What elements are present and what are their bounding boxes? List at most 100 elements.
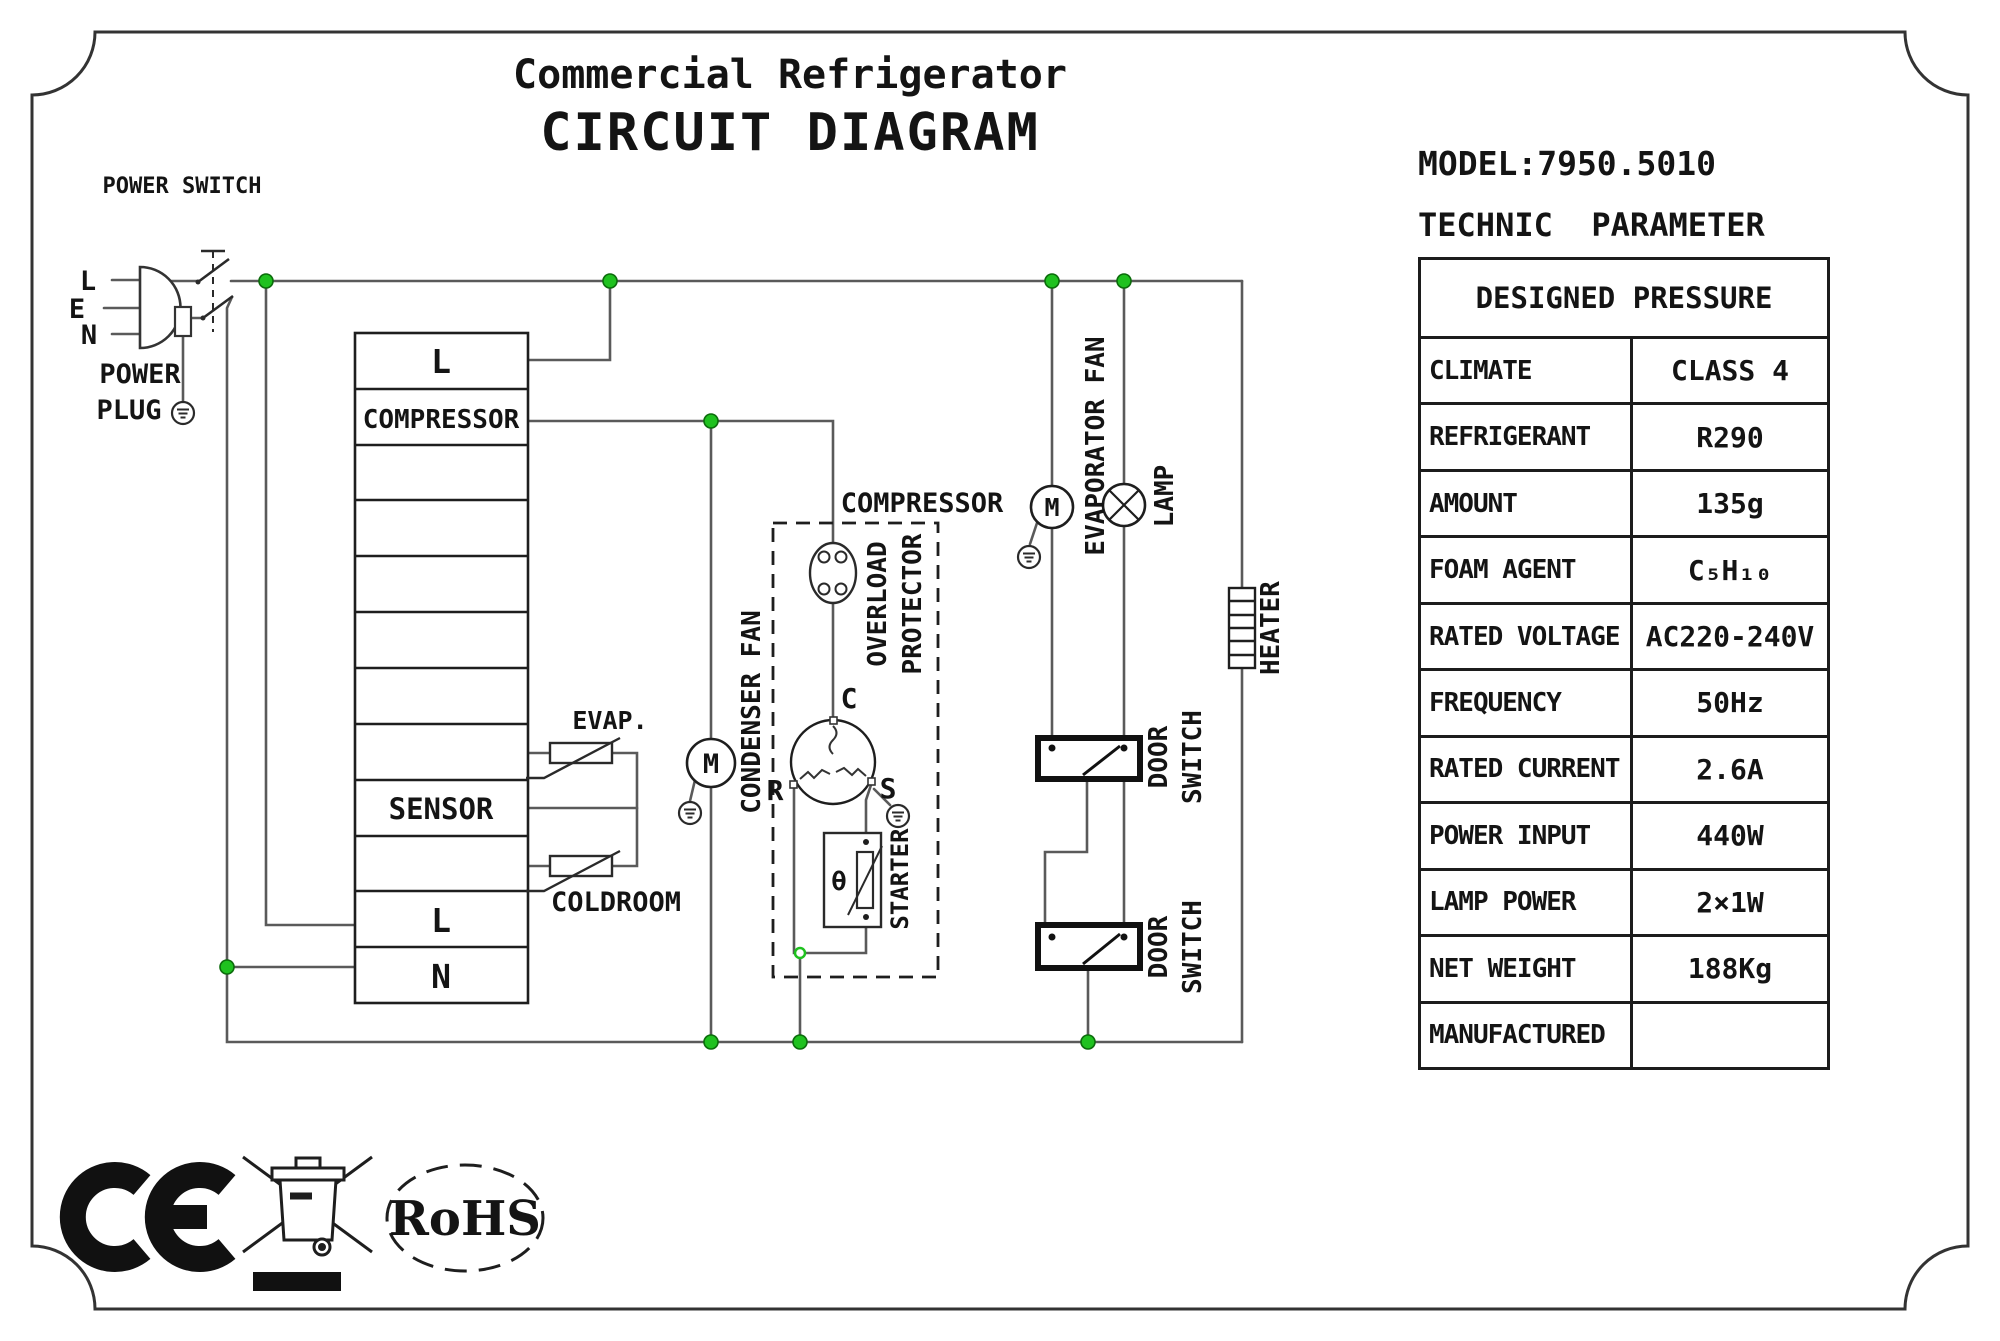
technic-parameter-table: DESIGNED PRESSURE CLIMATE CLASS 4 REFRIG… — [1418, 257, 1830, 1070]
rohs-label: RoHS — [389, 1191, 541, 1247]
junction-dot — [792, 1034, 808, 1050]
junction-dot — [1116, 273, 1132, 289]
evap-label: EVAP. — [572, 706, 647, 735]
ground-icon — [885, 803, 911, 829]
lamp-label: LAMP — [1150, 465, 1180, 528]
door-switch-1-label-switch: SWITCH — [1178, 710, 1208, 804]
table-row: MANUFACTURED — [1421, 1003, 1827, 1067]
compressor-motor — [789, 716, 877, 806]
block-l-top-label: L — [431, 342, 451, 381]
row-value — [1633, 1004, 1827, 1067]
row-label: AMOUNT — [1421, 471, 1633, 536]
junction-dot — [1044, 273, 1060, 289]
coldroom-thermistor — [526, 849, 621, 893]
block-n-label: N — [431, 957, 451, 996]
wires — [102, 278, 1244, 1044]
rohs-mark: RoHS — [385, 1163, 545, 1273]
page-title: CIRCUIT DIAGRAM — [540, 103, 1040, 163]
door-switch-1 — [1035, 735, 1143, 782]
row-label: FOAM AGENT — [1421, 538, 1633, 602]
table-row: AMOUNT 135g — [1421, 471, 1827, 539]
table-header: DESIGNED PRESSURE — [1421, 260, 1827, 339]
compressor-label: COMPRESSOR — [841, 488, 1004, 519]
table-row: NET WEIGHT 188Kg — [1421, 937, 1827, 1004]
power-plug-label-2: PLUG — [96, 395, 161, 426]
table-row: POWER INPUT 440W — [1421, 804, 1827, 871]
terminal-block — [353, 331, 530, 1005]
row-value: AC220-240V — [1645, 620, 1815, 654]
table-row: FREQUENCY 50Hz — [1421, 671, 1827, 738]
power-plug — [138, 265, 196, 426]
heater — [1227, 586, 1257, 670]
row-value: C₅H₁₀ — [1687, 553, 1773, 587]
junction-dot — [703, 413, 719, 429]
ce-mark-icon — [59, 1162, 236, 1272]
row-value: R290 — [1696, 420, 1764, 454]
condenser-fan-motor — [677, 737, 737, 826]
overload-protector — [808, 541, 858, 605]
model-number: MODEL:7950.5010 — [1418, 144, 1717, 183]
terminal-c-label: C — [841, 682, 858, 715]
heater-label: HEATER — [1256, 581, 1286, 675]
row-label: REFRIGERANT — [1421, 405, 1633, 469]
row-value: CLASS 4 — [1670, 354, 1789, 388]
block-l-bottom-label: L — [431, 901, 451, 940]
evaporator-fan-motor — [1016, 484, 1075, 570]
row-label: CLIMATE — [1421, 339, 1633, 403]
compressor-unit — [771, 521, 940, 979]
block-compressor-label: COMPRESSOR — [363, 405, 520, 435]
row-label: RATED CURRENT — [1421, 737, 1633, 802]
ground-icon — [677, 800, 703, 826]
row-label: MANUFACTURED — [1421, 1003, 1633, 1067]
ground-icon — [1016, 544, 1042, 570]
row-value: 2.6A — [1696, 752, 1764, 786]
junction-ring — [793, 946, 807, 960]
condenser-motor-m-label: M — [703, 749, 719, 780]
door-switch-2-label-door: DOOR — [1144, 915, 1174, 978]
junction-dots — [219, 273, 1132, 1050]
row-label: LAMP POWER — [1421, 870, 1633, 935]
table-row: FOAM AGENT C₅H₁₀ — [1421, 538, 1827, 605]
evap-thermistor — [526, 736, 621, 780]
power-plug-label-1: POWER — [99, 359, 181, 390]
technic-parameter-title: TECHNIC PARAMETER — [1418, 206, 1765, 244]
pin-n-label: N — [81, 320, 97, 351]
table-row: REFRIGERANT R290 — [1421, 405, 1827, 472]
evaporator-motor-m-label: M — [1044, 493, 1059, 522]
row-label: RATED VOLTAGE — [1421, 604, 1633, 669]
frame-border — [30, 30, 1970, 1311]
junction-dot — [258, 273, 274, 289]
terminal-s-label: S — [880, 772, 897, 805]
table-row: RATED CURRENT 2.6A — [1421, 737, 1827, 805]
overload-protector-label-2: PROTECTOR — [898, 533, 928, 674]
junction-dot — [703, 1034, 719, 1050]
row-value: 2×1W — [1696, 885, 1764, 919]
terminal-r-label: R — [767, 774, 784, 807]
condenser-fan-label: CONDENSER FAN — [737, 610, 767, 814]
row-value: 50Hz — [1696, 686, 1764, 720]
table-row: RATED VOLTAGE AC220-240V — [1421, 604, 1827, 672]
lamp — [1101, 482, 1147, 528]
door-switch-1-label-door: DOOR — [1144, 725, 1174, 788]
row-value: 440W — [1696, 819, 1764, 853]
pin-l-label: L — [80, 266, 96, 297]
door-switch-2 — [1035, 922, 1143, 971]
weee-bin-icon — [242, 1155, 373, 1291]
coldroom-label: COLDROOM — [551, 887, 681, 918]
power-switch-label: POWER SWITCH — [103, 174, 262, 199]
evaporator-fan-label: EVAPORATOR FAN — [1081, 336, 1111, 555]
table-row: LAMP POWER 2×1W — [1421, 870, 1827, 938]
row-label: NET WEIGHT — [1421, 937, 1633, 1001]
starter-theta-label: θ — [831, 867, 847, 897]
starter-label: STARTER — [886, 828, 914, 930]
row-value: 135g — [1696, 487, 1764, 521]
door-switch-2-label-switch: SWITCH — [1178, 900, 1208, 994]
junction-dot — [1080, 1034, 1096, 1050]
pin-e-label: E — [69, 294, 85, 325]
page-subtitle: Commercial Refrigerator — [513, 52, 1067, 98]
power-switch — [195, 249, 234, 332]
junction-dot — [219, 959, 235, 975]
block-sensor-label: SENSOR — [389, 792, 494, 826]
